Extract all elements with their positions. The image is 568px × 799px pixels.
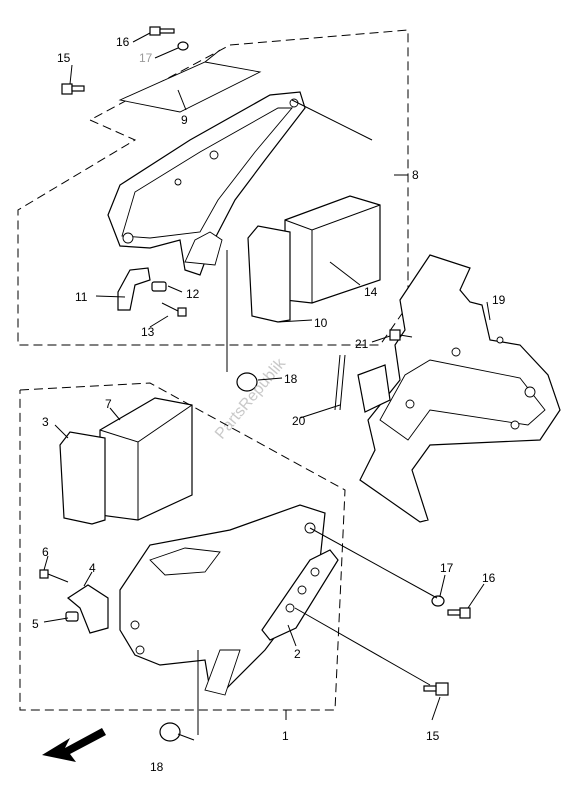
leader-lines [43, 32, 491, 741]
callout-18-lower: 18 [150, 760, 164, 774]
callout-17-top: 17 [139, 51, 153, 65]
part-9-cover-plate [118, 49, 262, 113]
callout-2: 2 [294, 647, 301, 661]
callout-8: 8 [412, 168, 419, 182]
upper-assembly-boundary [17, 29, 409, 346]
callout-20: 20 [292, 414, 306, 428]
callout-15-top: 15 [57, 51, 71, 65]
part-4-bracket [66, 584, 109, 634]
front-direction-arrow-icon [42, 728, 106, 762]
callout-7: 7 [105, 397, 112, 411]
callout-6: 6 [42, 545, 49, 559]
part-5-grommet [65, 611, 79, 622]
callout-13: 13 [141, 325, 155, 339]
callout-4: 4 [89, 561, 96, 575]
callout-19: 19 [492, 293, 506, 307]
part-18-grommet-upper [236, 372, 258, 392]
callout-5: 5 [32, 617, 39, 631]
part-20-strap [334, 354, 391, 413]
part-12-grommet [151, 281, 167, 292]
callout-17-lower: 17 [440, 561, 454, 575]
callout-15-lower: 15 [426, 729, 440, 743]
part-17-washer-top [177, 41, 189, 51]
part-16-bolt-lower [447, 607, 471, 619]
part-17-washer-lower [431, 595, 445, 607]
callout-9: 9 [181, 113, 188, 127]
part-13-screw [161, 302, 187, 317]
part-19-battery-bracket [359, 254, 561, 523]
part-21-fastener [389, 329, 413, 341]
part-16-bolt-top [149, 26, 175, 36]
callout-21: 21 [355, 337, 369, 351]
callout-11: 11 [75, 290, 88, 304]
callout-12: 12 [186, 287, 200, 301]
part-18-grommet-lower [159, 722, 181, 742]
lower-assembly-boundary [19, 382, 346, 711]
callout-10: 10 [314, 316, 328, 330]
callout-1: 1 [282, 729, 289, 743]
part-11-bracket [117, 267, 151, 311]
callout-14: 14 [364, 285, 378, 299]
part-6-screw [39, 569, 69, 583]
part-10-foam-pad [247, 225, 291, 323]
part-3-foam-pad [59, 431, 106, 525]
callout-16-top: 16 [116, 35, 130, 49]
upper-side-cover-frame [107, 91, 306, 276]
part-15-bolt-top [61, 83, 85, 95]
callout-3: 3 [42, 415, 49, 429]
watermark: PartsRepublik [212, 355, 290, 443]
callout-labels: 16 17 15 9 8 11 12 13 14 10 19 21 18 20 … [32, 35, 506, 774]
part-15-bolt-lower [423, 682, 449, 696]
callout-18-upper: 18 [284, 372, 298, 386]
part-7-foam-block [99, 397, 193, 521]
callout-16-lower: 16 [482, 571, 496, 585]
part-2-emblem [261, 549, 339, 641]
lower-side-cover [119, 504, 326, 696]
